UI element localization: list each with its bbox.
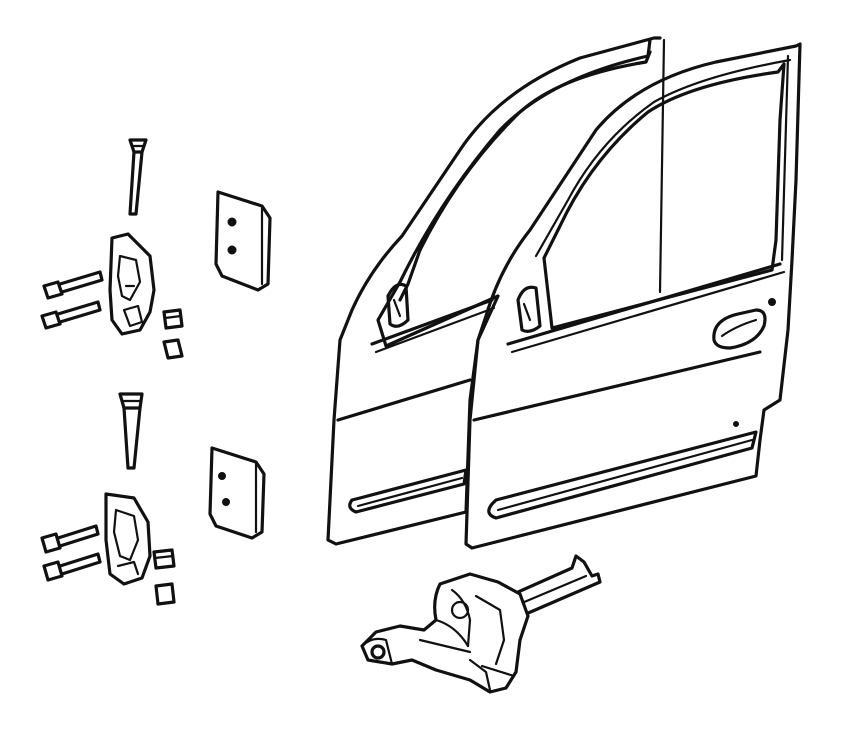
lower-hinge-bolts (40, 524, 102, 582)
lower-hinge-pin (118, 392, 144, 470)
upper-hinge-bushings (162, 308, 184, 360)
upper-hinge-pin (128, 138, 148, 216)
upper-hinge-bolts (40, 270, 104, 330)
door-check-strap (360, 554, 602, 694)
door-shell-front (464, 42, 802, 550)
upper-hinge-plate (214, 190, 272, 292)
lower-hinge-plate (208, 446, 266, 540)
lower-hinge-bushings (152, 548, 176, 606)
lower-hinge-body (104, 492, 152, 586)
upper-hinge-body (108, 232, 156, 336)
